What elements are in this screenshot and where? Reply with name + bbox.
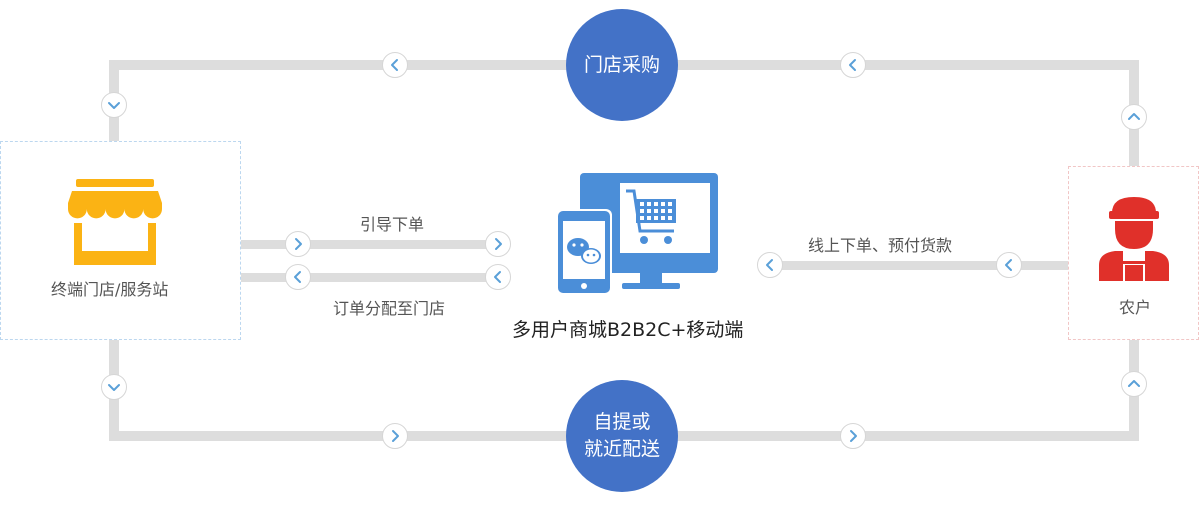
- chevron-up-icon: [1121, 104, 1147, 130]
- store-box: 终端门店/服务站: [0, 141, 241, 340]
- chevron-left-icon: [757, 252, 783, 278]
- farmer-icon: [1099, 197, 1169, 281]
- online-order-label: 线上下单、预付货款: [808, 236, 953, 255]
- guide-order-track: [240, 240, 498, 249]
- delivery-label-line2: 就近配送: [583, 438, 660, 460]
- chevron-left-icon: [382, 52, 408, 78]
- store-purchase-circle: 门店采购: [566, 9, 678, 121]
- chevron-down-icon: [101, 92, 127, 118]
- chevron-right-icon: [285, 231, 311, 257]
- chevron-right-icon: [485, 231, 511, 257]
- chevron-right-icon: [382, 423, 408, 449]
- store-icon: [68, 179, 162, 265]
- chevron-down-icon: [101, 374, 127, 400]
- online-order-track: [770, 261, 1068, 270]
- delivery-circle: 自提或 就近配送: [566, 380, 678, 492]
- guide-order-label: 引导下单: [360, 215, 425, 234]
- assign-order-label: 订单分配至门店: [333, 299, 446, 318]
- assign-order-track: [240, 273, 498, 282]
- chevron-left-icon: [996, 252, 1022, 278]
- chevron-up-icon: [1121, 371, 1147, 397]
- store-label: 终端门店/服务站: [51, 280, 169, 299]
- farmer-label: 农户: [1119, 298, 1152, 317]
- store-purchase-label: 门店采购: [583, 53, 660, 76]
- platform-title: 多用户商城B2B2C+移动端: [512, 319, 744, 341]
- chevron-left-icon: [840, 52, 866, 78]
- chevron-left-icon: [285, 264, 311, 290]
- devices-icon: [556, 173, 718, 295]
- delivery-label-line1: 自提或: [593, 411, 651, 433]
- chevron-left-icon: [485, 264, 511, 290]
- farmer-box: 农户: [1068, 166, 1199, 340]
- chevron-right-icon: [840, 423, 866, 449]
